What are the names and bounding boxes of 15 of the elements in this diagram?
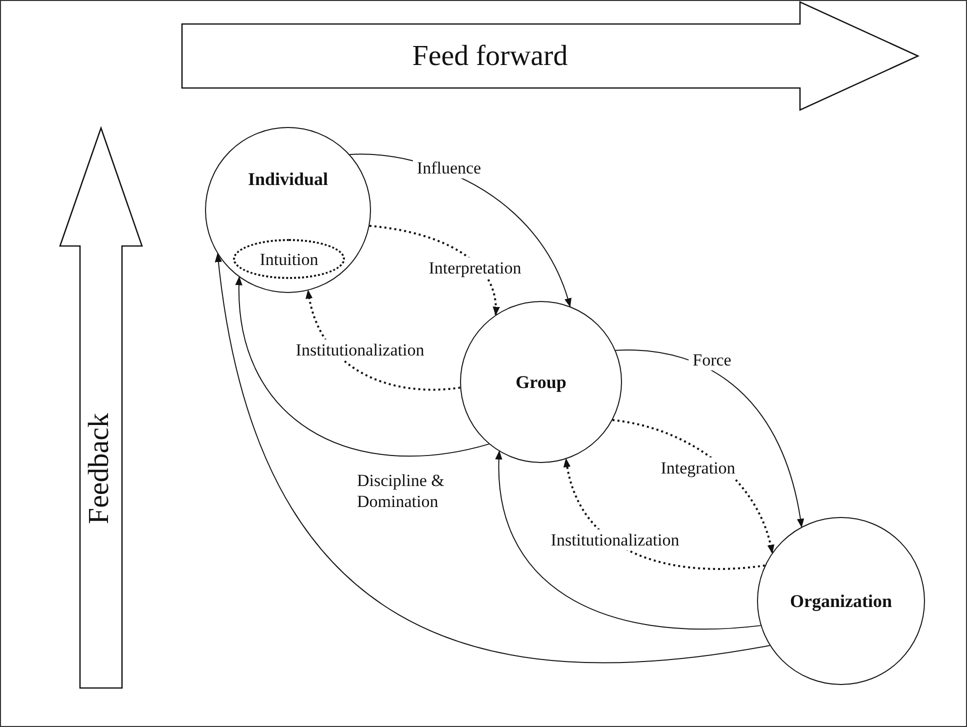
arrow (215, 253, 770, 663)
node-label: Group (516, 373, 566, 391)
node-label: Feed forward (412, 42, 568, 70)
node-label: Intuition (260, 250, 318, 268)
node-label: Feedback (84, 412, 116, 524)
node-label: Individual (248, 170, 328, 188)
arrow (236, 276, 490, 456)
arrow (615, 350, 804, 528)
arrow (369, 224, 500, 316)
arrow (612, 419, 774, 554)
arrow (564, 458, 765, 570)
arrow (306, 290, 460, 391)
node-label: Organization (790, 592, 892, 610)
annotation-text: Discipline & Domination (357, 470, 446, 512)
arrow (496, 450, 762, 630)
